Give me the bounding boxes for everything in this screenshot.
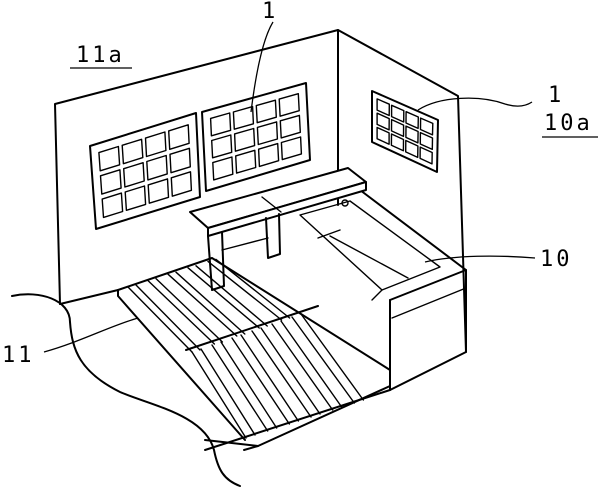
floor-slat-line (135, 284, 201, 351)
leader-floor (43, 317, 139, 353)
floor-slat-line (280, 320, 343, 408)
panel-cell (233, 127, 256, 152)
panel-cell (405, 125, 419, 144)
wall-panel-right (371, 90, 439, 173)
bench-front-edge (207, 181, 367, 237)
panel-cell (419, 146, 433, 165)
floor-slat-line (185, 305, 319, 351)
floor-slat-line (191, 351, 247, 439)
panel-cell (390, 104, 405, 123)
reference-labels: 1 1 11a 10a 10 11 (2, 0, 593, 368)
floor-slat-line (211, 344, 269, 432)
floor-slat-line (147, 279, 216, 345)
panel-cell (211, 134, 233, 159)
floor-slat-line (127, 286, 193, 353)
panel-cell (280, 136, 303, 161)
floor-slat-line (167, 273, 238, 337)
panel-cell (98, 145, 121, 172)
floor-slab-outline (117, 257, 391, 451)
wall-panel-center (201, 82, 311, 192)
wall-panel-left (89, 112, 201, 230)
panel-cell (279, 114, 301, 139)
panel-cell (146, 154, 168, 181)
panel-cell (121, 138, 144, 165)
panel-cell (405, 139, 419, 159)
floor-slat-line (195, 265, 268, 327)
floor-slat-line (291, 316, 356, 404)
floor-duckboard (59, 257, 391, 451)
panel-cell (376, 98, 390, 117)
floor-slat-line (187, 267, 260, 329)
panel-cell (123, 162, 145, 188)
leader-panel-right (417, 97, 533, 111)
label-floor: 11 (2, 343, 35, 368)
panel-cell (256, 121, 279, 146)
floor-slat-line (207, 260, 283, 321)
panel-cell (232, 105, 255, 130)
room-shell (54, 29, 467, 391)
panel-cell (419, 117, 434, 136)
floor-slat-line (155, 277, 224, 343)
panel-cell (144, 131, 167, 158)
drain-icon (341, 199, 349, 207)
panel-cell (168, 124, 190, 150)
leader-bathtub (424, 255, 536, 263)
label-right-wall: 10a (544, 111, 593, 136)
label-left-wall: 11a (76, 43, 125, 68)
floor-slat-line (260, 327, 321, 415)
label-wall-panel-b: 1 (548, 83, 564, 108)
bench-board (189, 167, 367, 291)
panel-cell (212, 156, 234, 181)
panel-cell (278, 93, 300, 117)
floor-slat-line (215, 258, 291, 319)
panel-cell (390, 133, 405, 152)
floor-slat-line (175, 271, 246, 335)
floor-slat-line (251, 330, 312, 418)
panel-cell (405, 111, 419, 130)
panel-cell (419, 131, 434, 151)
floor-slat-line (240, 334, 300, 422)
panel-cell (124, 185, 147, 211)
floor-slat-line (271, 323, 334, 411)
bathtub-basin (299, 200, 441, 291)
panel-cell (169, 147, 191, 174)
panel-cell (255, 99, 277, 124)
right-wall (337, 29, 467, 391)
torn-edge (11, 293, 241, 487)
panel-cell (235, 149, 257, 174)
panel-cell (257, 142, 280, 168)
floor-slat-line (300, 313, 365, 401)
panel-cell (209, 112, 232, 137)
panel-cell (390, 118, 405, 138)
floor-slat-line (231, 337, 291, 425)
label-bathtub: 10 (540, 247, 573, 272)
label-wall-panel-a: 1 (262, 0, 278, 24)
panel-cell (170, 171, 193, 197)
leader-lines (43, 21, 598, 353)
panel-cell (147, 178, 170, 204)
leader-panel-center (250, 21, 274, 113)
floor-slat-line (200, 348, 256, 436)
panel-cell (376, 112, 390, 131)
floor-slat-line (220, 341, 278, 429)
panel-cell (376, 126, 390, 145)
panel-cell (101, 192, 124, 219)
panel-cell (99, 169, 122, 195)
bench-leg-back (265, 213, 281, 259)
